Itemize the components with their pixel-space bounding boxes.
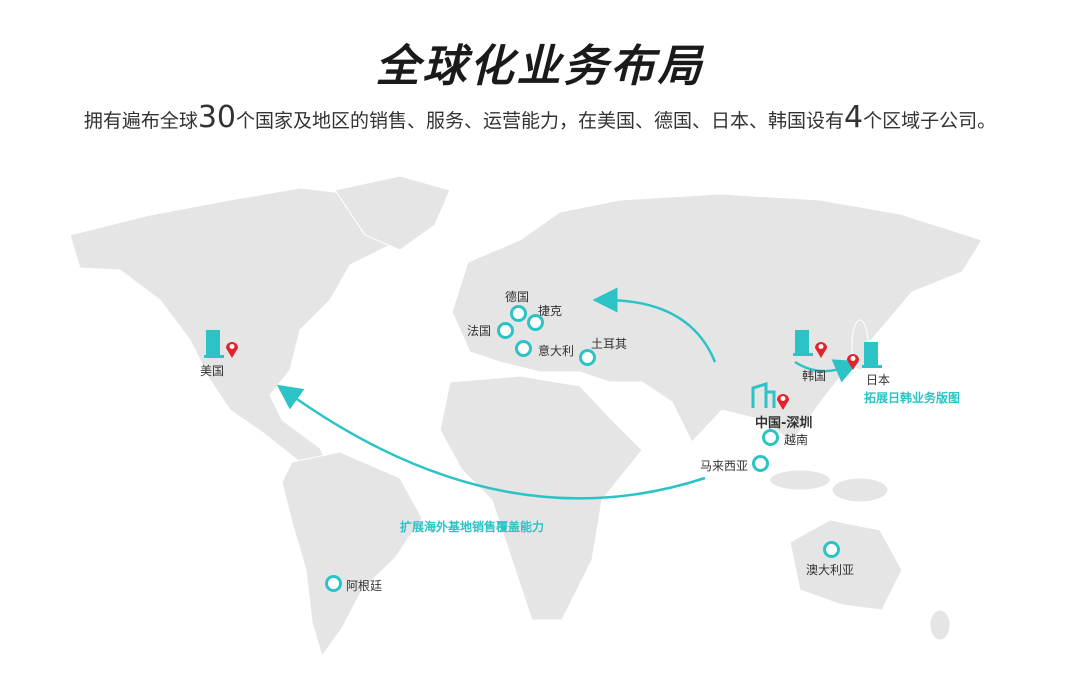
location-marker bbox=[510, 305, 527, 322]
label-germany: 德国 bbox=[505, 290, 530, 304]
label-korea: 韩国 bbox=[802, 369, 827, 383]
location-marker bbox=[752, 455, 769, 472]
location-marker bbox=[515, 340, 532, 357]
building-icon bbox=[793, 330, 813, 356]
label-france: 法国 bbox=[467, 324, 492, 338]
map-pin-icon bbox=[777, 394, 789, 410]
subtitle-post: 个区域子公司。 bbox=[863, 110, 997, 132]
subtitle: 拥有遍布全球30个国家及地区的销售、服务、运营能力，在美国、德国、日本、韩国设有… bbox=[0, 100, 1080, 135]
north-america bbox=[69, 187, 401, 471]
overseas-arrow bbox=[276, 384, 706, 500]
subtitle-pre: 拥有遍布全球 bbox=[83, 110, 198, 132]
page-title: 全球化业务布局 bbox=[375, 41, 705, 92]
subtitle-mid: 个国家及地区的销售、服务、运营能力，在美国、德国、日本、韩国设有 bbox=[236, 110, 845, 132]
annotation-japan-korea: 拓展日韩业务版图 bbox=[864, 391, 961, 405]
label-usa: 美国 bbox=[200, 364, 225, 378]
australia bbox=[789, 519, 903, 611]
location-marker bbox=[497, 322, 514, 339]
map-pin-icon bbox=[226, 342, 238, 358]
location-marker bbox=[325, 575, 342, 592]
greenland bbox=[334, 175, 451, 251]
label-japan: 日本 bbox=[866, 373, 891, 387]
japan-korea-arrow bbox=[794, 359, 860, 383]
subsidiary-count: 4 bbox=[844, 100, 864, 135]
africa bbox=[439, 375, 643, 621]
label-malaysia: 马来西亚 bbox=[700, 459, 749, 473]
label-turkey: 土耳其 bbox=[591, 337, 628, 351]
building-icon bbox=[204, 330, 224, 358]
map-pin-icon bbox=[815, 342, 827, 358]
label-italy: 意大利 bbox=[538, 344, 575, 358]
country-count: 30 bbox=[197, 100, 237, 135]
location-marker bbox=[762, 429, 779, 446]
building-icon bbox=[751, 382, 776, 408]
label-argentina: 阿根廷 bbox=[346, 579, 383, 593]
label-australia: 澳大利亚 bbox=[806, 563, 855, 577]
europe-arrow bbox=[592, 287, 717, 363]
annotation-overseas: 扩展海外基地销售覆盖能力 bbox=[400, 520, 545, 534]
building-icon bbox=[862, 342, 882, 368]
label-china-shenzhen: 中国-深圳 bbox=[755, 416, 813, 431]
location-marker bbox=[579, 349, 596, 366]
location-marker bbox=[527, 314, 544, 331]
map-pin-icon bbox=[847, 354, 859, 370]
location-marker bbox=[823, 541, 840, 558]
label-czech: 捷克 bbox=[538, 304, 563, 318]
label-vietnam: 越南 bbox=[784, 433, 809, 447]
south-america bbox=[281, 451, 423, 658]
